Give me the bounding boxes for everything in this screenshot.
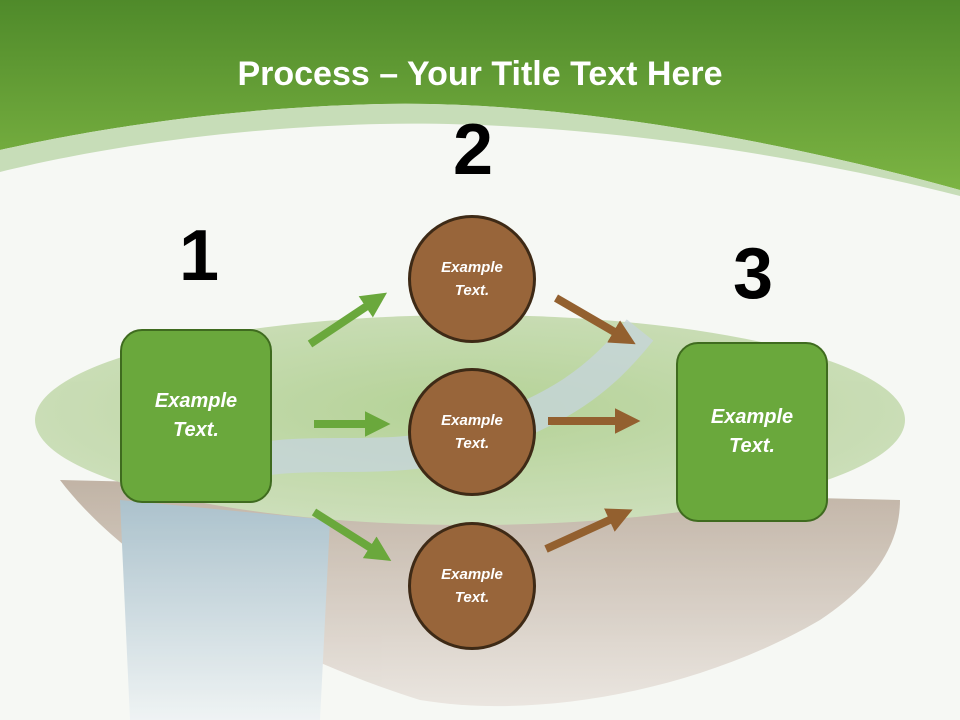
page-title: Process – Your Title Text Here — [0, 52, 960, 96]
header-band — [0, 0, 960, 190]
title-rest: – Your Title Text Here — [369, 55, 723, 93]
step-1-box: Example Text. — [120, 329, 272, 503]
circle-top-text: Example Text. — [441, 259, 503, 299]
step-number-3: 3 — [732, 234, 774, 314]
circle-bottom-text: Example Text. — [441, 566, 503, 606]
step-2-circle-top: Example Text. — [408, 215, 536, 343]
step-number-1: 1 — [178, 216, 220, 296]
title-bold: Process — [237, 55, 370, 93]
step-number-2: 2 — [452, 110, 494, 190]
step-1-text: Example Text. — [154, 390, 238, 441]
step-3-box: Example Text. — [676, 342, 828, 522]
step-2-circle-bottom: Example Text. — [408, 522, 536, 650]
header-swoosh — [0, 103, 960, 196]
step-2-circle-middle: Example Text. — [408, 368, 536, 496]
step-3-text: Example Text. — [710, 406, 794, 457]
circle-middle-text: Example Text. — [441, 412, 503, 452]
